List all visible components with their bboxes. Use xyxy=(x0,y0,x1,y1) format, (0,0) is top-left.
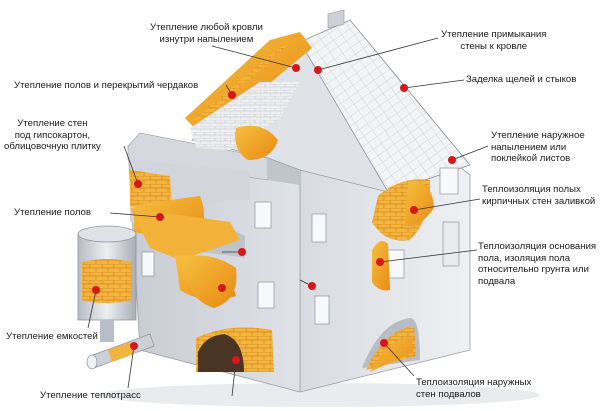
label-tanks: Утепление емкостей xyxy=(6,331,98,342)
marker-outer xyxy=(448,156,456,164)
label-wall-roof-junction: Утепление примыкания стены к кровле xyxy=(441,29,547,52)
outer-insulation xyxy=(372,179,434,291)
label-roof-inside: Утепление любой кровли изнутри напыление… xyxy=(150,22,263,45)
marker-pipe xyxy=(130,342,138,350)
marker-basement xyxy=(380,339,388,347)
leader-lines xyxy=(87,37,489,397)
label-attic-floors: Утепление полов и перекрытий чердаков xyxy=(14,80,199,91)
label-gaps-joints: Заделка щелей и стыков xyxy=(466,74,577,85)
marker-tank xyxy=(92,286,100,294)
pipe xyxy=(86,333,155,370)
marker-ground xyxy=(232,356,240,364)
ground-insulation xyxy=(180,255,274,372)
label-outer-spray: Утепление наружное напылением или поклей… xyxy=(491,130,585,164)
marker-lower-left xyxy=(218,284,226,292)
marker-gaps xyxy=(400,84,408,92)
marker-floors xyxy=(156,213,164,221)
attic-insulation xyxy=(185,32,312,160)
marker-wall-roof xyxy=(314,66,322,74)
label-heat-pipes: Утепление теплотрасс xyxy=(40,390,141,401)
marker-walls-drywall xyxy=(134,180,142,188)
marker-roof-inside xyxy=(292,64,300,72)
tank xyxy=(77,225,137,342)
windows xyxy=(141,167,460,325)
marker-hollow xyxy=(410,206,418,214)
label-walls-drywall: Утепление стен под гипсокартон, облицово… xyxy=(4,118,101,152)
label-basement-walls: Теплоизоляция наружных стен подвалов xyxy=(416,377,532,400)
ground-shadow xyxy=(100,383,540,407)
marker-floor-base xyxy=(376,258,384,266)
marker-attic xyxy=(228,91,236,99)
label-floors: Утепление полов xyxy=(14,207,91,218)
label-hollow-brick: Теплоизоляция полых кирпичных стен залив… xyxy=(482,184,596,207)
marker-mid-floor xyxy=(238,248,246,256)
label-floor-base: Теплоизоляция основания пола, изоляция п… xyxy=(478,241,597,287)
markers xyxy=(92,64,456,364)
marker-lower-wall xyxy=(308,282,316,290)
